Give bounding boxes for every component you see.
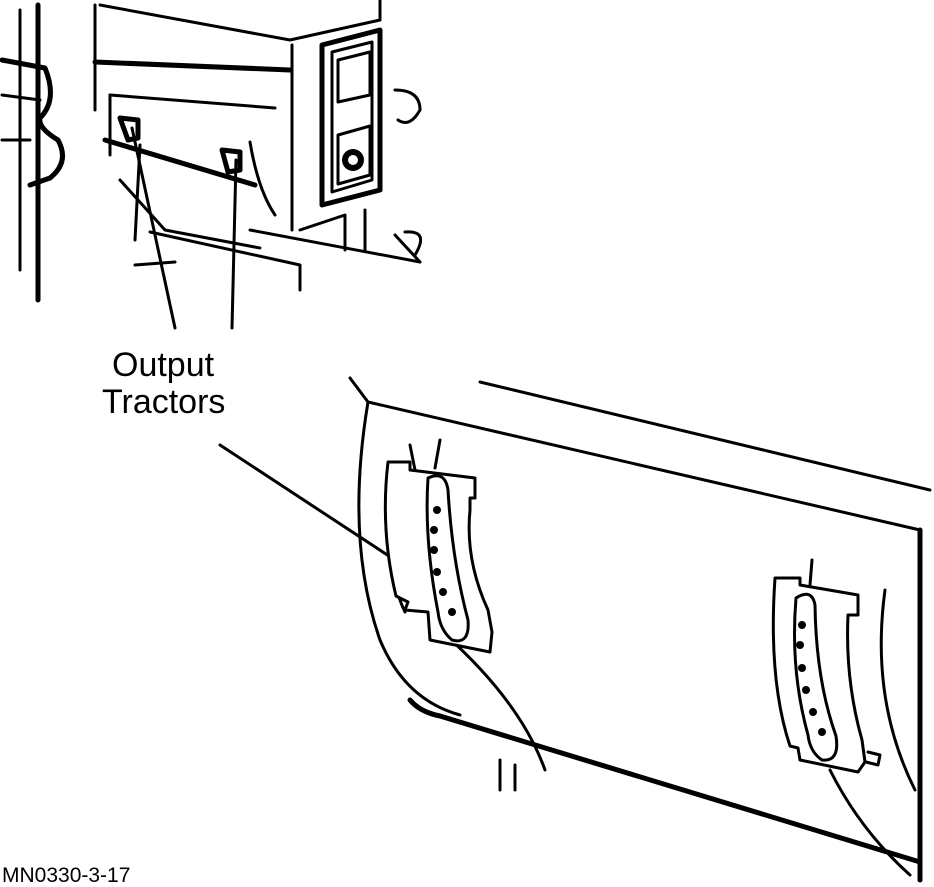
- left-tractor-assembly: [383, 438, 494, 654]
- right-tractor-assembly: [771, 558, 882, 774]
- callout-leaders: [130, 126, 397, 562]
- figure-reference-label: MN0330-3-17: [2, 864, 130, 887]
- printer-detail-view: [0, 0, 423, 303]
- callout-label-line2: Tractors: [102, 383, 225, 421]
- callout-label-line1: Output: [112, 346, 215, 384]
